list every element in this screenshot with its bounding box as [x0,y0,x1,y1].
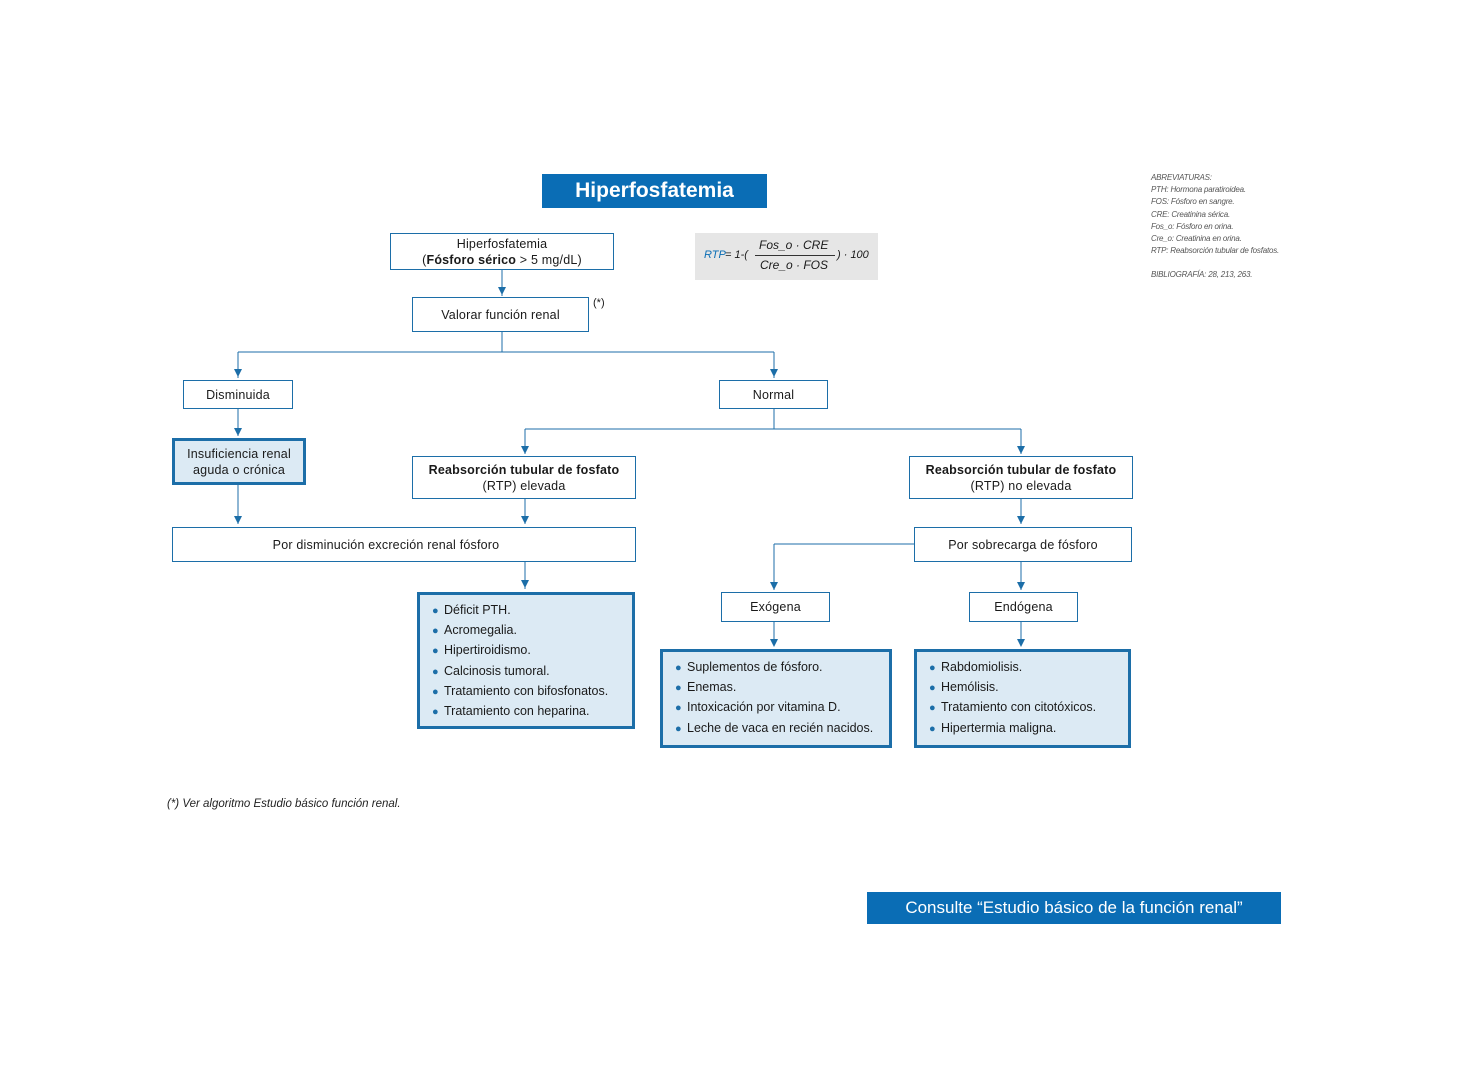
bullet-icon: ● [432,625,439,638]
bullet-icon: ● [929,662,936,674]
abbreviation-item: RTP: Reabsorción tubular de fosfatos. [1151,246,1280,256]
node-hyperphosphatemia-title: Hiperfosfatemia [456,236,548,251]
list-item: ●Rabdomiolisis. [929,657,1120,677]
footnote: (*) Ver algoritmo Estudio básico función… [167,798,401,810]
node-rtp-elevated-title: Reabsorción tubular de fosfato [428,462,620,477]
list-decreased-excretion-causes: ●Déficit PTH. ●Acromegalia. ●Hipertiroid… [417,592,635,729]
bullet-icon: ● [432,665,439,678]
bullet-icon: ● [675,702,682,715]
bullet-icon: ● [675,662,682,674]
consult-link[interactable]: Consulte “Estudio básico de la función r… [867,892,1281,924]
node-decreased: Disminuida [183,380,293,409]
formula-lhs: RTP [704,249,726,261]
list-item: ●Tratamiento con citotóxicos. [929,697,1120,717]
abbreviation-item: Cre_o: Creatinina en orina. [1151,234,1242,244]
node-phosphorus-overload: Por sobrecarga de fósforo [914,527,1132,562]
abbreviation-item: Fos_o: Fósforo en orina. [1151,221,1234,231]
node-normal: Normal [719,380,828,409]
bullet-icon: ● [432,685,439,698]
bullet-icon: ● [432,706,439,719]
node-rtp-not-elevated-title: Reabsorción tubular de fosfato [925,462,1117,477]
node-rtp-elevated: Reabsorción tubular de fosfato (RTP) ele… [412,456,636,499]
list-item: ●Acromegalia. [432,620,624,640]
list-item: ●Suplementos de fósforo. [675,657,881,677]
abbreviations: ABREVIATURAS: PTH: Hormona paratiroidea.… [1151,172,1279,282]
node-renal-failure-line2: aguda o crónica [193,462,285,477]
node-renal-failure-line1: Insuficiencia renal [187,446,291,461]
list-item: ●Enemas. [675,677,881,697]
list-item: ●Tratamiento con bifosfonatos. [432,681,624,701]
node-assess-renal-function: Valorar función renal [412,297,589,332]
formula-fraction-bar [755,255,835,256]
formula-denominator: Cre_o · FOS [760,258,829,272]
list-item: ●Hipertiroidismo. [432,640,624,660]
bullet-icon: ● [432,605,439,617]
list-item: ●Hipertermia maligna. [929,718,1120,738]
node-renal-failure: Insuficiencia renal aguda o crónica [172,438,306,485]
list-item: ●Intoxicación por vitamina D. [675,697,881,717]
node-decreased-excretion: Por disminución excreción renal fósforo [172,527,636,562]
node-hyperphosphatemia-criterion: (Fósforo sérico > 5 mg/dL) [422,252,582,267]
abbreviation-item: PTH: Hormona paratiroidea. [1151,185,1246,195]
list-item: ●Tratamiento con heparina. [432,701,624,721]
list-exogenous-causes: ●Suplementos de fósforo. ●Enemas. ●Intox… [660,649,892,748]
node-hyperphosphatemia: Hiperfosfatemia (Fósforo sérico > 5 mg/d… [390,233,614,270]
bullet-icon: ● [675,682,682,695]
formula-eq: = 1-( [725,249,748,261]
node-rtp-not-elevated: Reabsorción tubular de fosfato (RTP) no … [909,456,1133,499]
list-item: ●Leche de vaca en recién nacidos. [675,718,881,738]
list-item: ●Calcinosis tumoral. [432,661,624,681]
list-endogenous-causes: ●Rabdomiolisis. ●Hemólisis. ●Tratamiento… [914,649,1131,748]
node-endogenous: Endógena [969,592,1078,622]
list-item: ●Déficit PTH. [432,600,624,620]
abbreviation-item: FOS: Fósforo en sangre. [1151,197,1235,207]
node-rtp-not-elevated-sub: (RTP) no elevada [970,478,1072,493]
node-rtp-elevated-sub: (RTP) elevada [482,478,566,493]
assess-footnote-marker: (*) [593,297,605,309]
abbreviations-heading: ABREVIATURAS: [1151,173,1212,182]
bullet-icon: ● [929,722,936,735]
bullet-icon: ● [929,702,936,715]
formula-tail: ) · 100 [837,249,869,261]
bibliography: BIBLIOGRAFÍA: 28, 213, 263. [1151,270,1253,280]
bullet-icon: ● [432,645,439,658]
arrowheads [234,287,1025,647]
bullet-icon: ● [675,722,682,735]
page-title: Hiperfosfatemia [542,174,767,208]
formula-numerator: Fos_o · CRE [759,238,829,252]
node-exogenous: Exógena [721,592,830,622]
abbreviation-item: CRE: Creatinina sérica. [1151,209,1230,219]
rtp-formula: RTP = 1-( Fos_o · CRE Cre_o · FOS ) · 10… [695,233,878,280]
list-item: ●Hemólisis. [929,677,1120,697]
bullet-icon: ● [929,682,936,695]
